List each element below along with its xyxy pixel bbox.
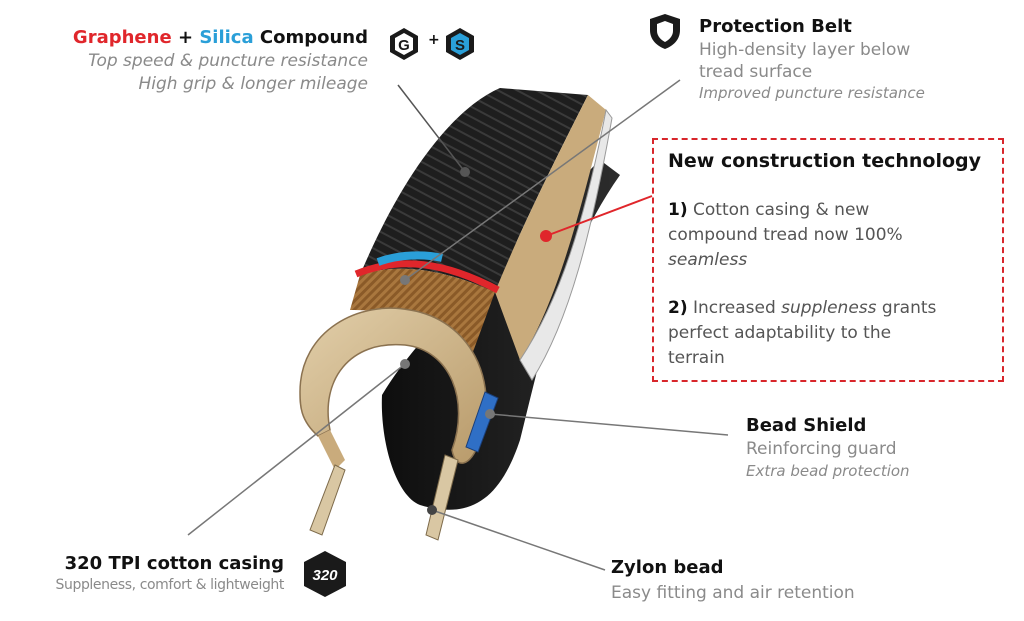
svg-text:G: G [398,37,410,54]
casing-line1: Suppleness, comfort & lightweight [55,577,285,593]
svg-text:320: 320 [312,567,338,584]
svg-text:S: S [455,37,465,54]
new-tech-item1: 1) Cotton casing & new compound tread no… [668,198,903,273]
item2-line2: perfect adaptability to the [668,323,892,343]
connector-compound [397,84,466,173]
zylon-title: Zylon bead [611,557,724,578]
bead-left [309,464,346,536]
item2-ital: suppleness [781,298,877,318]
tire-inner-casing [495,95,606,360]
casing-block: 320 TPI cotton casing Suppleness, comfor… [56,553,285,593]
item2-number: 2) [668,298,688,318]
connector-zylon [431,509,606,571]
item2-line3: terrain [668,348,725,368]
protection-belt-line1: High-density layer below [699,40,911,60]
bead-shield-title: Bead Shield [746,415,867,436]
protection-belt-line2: tread surface [699,62,813,82]
compound-line2: High grip & longer mileage [138,74,368,94]
connector-belt [404,79,681,281]
protection-belt-title: Protection Belt [699,16,852,37]
zylon-block: Zylon bead Easy fitting and air retentio… [611,557,855,603]
graphene-badge-icon: G [390,28,418,60]
connector-bead-shield [489,413,729,436]
zylon-line1: Easy fitting and air retention [611,583,855,603]
tpi-320-badge-icon: 320 [304,551,346,597]
connector-newtech [545,195,653,237]
item2-post: grants [881,298,937,318]
bead-shield-line2: Extra bead protection [746,462,910,480]
graphene-label: Graphene [72,27,172,48]
new-tech-title: New construction technology [668,150,982,172]
tire-tread [360,88,588,292]
compound-label: Compound [259,27,368,48]
compound-block: Graphene + Silica Compound Top speed & p… [73,27,368,94]
casing-fold [299,307,487,464]
item1-line2: compound tread now 100% [668,225,903,245]
protection-belt-line3: Improved puncture resistance [699,84,925,102]
item2-pre: Increased [693,298,776,318]
shield-icon [650,14,680,49]
item1-line1: Cotton casing & new [693,200,870,220]
item1-line3: seamless [668,250,748,270]
connector-casing [187,363,406,536]
casing-title: 320 TPI cotton casing [64,553,284,574]
bead-shield-strip [465,391,499,453]
graphene-strip [354,260,500,294]
silica-label: Silica [199,27,254,48]
protection-belt-block: Protection Belt High-density layer below… [699,16,925,102]
new-tech-box: New construction technology 1) Cotton ca… [652,138,1004,382]
silica-badge-icon: S [446,28,474,60]
compound-line1: Top speed & puncture resistance [88,51,368,71]
bead-shield-block: Bead Shield Reinforcing guard Extra bead… [746,415,910,480]
item1-number: 1) [668,200,688,220]
compound-title: Graphene + Silica Compound [73,27,368,48]
new-tech-item2: 2) Increased suppleness grants perfect a… [668,296,936,371]
plus-sign: + [177,27,194,48]
bead-shield-line1: Reinforcing guard [746,439,897,459]
badge-plus: + [428,32,440,48]
